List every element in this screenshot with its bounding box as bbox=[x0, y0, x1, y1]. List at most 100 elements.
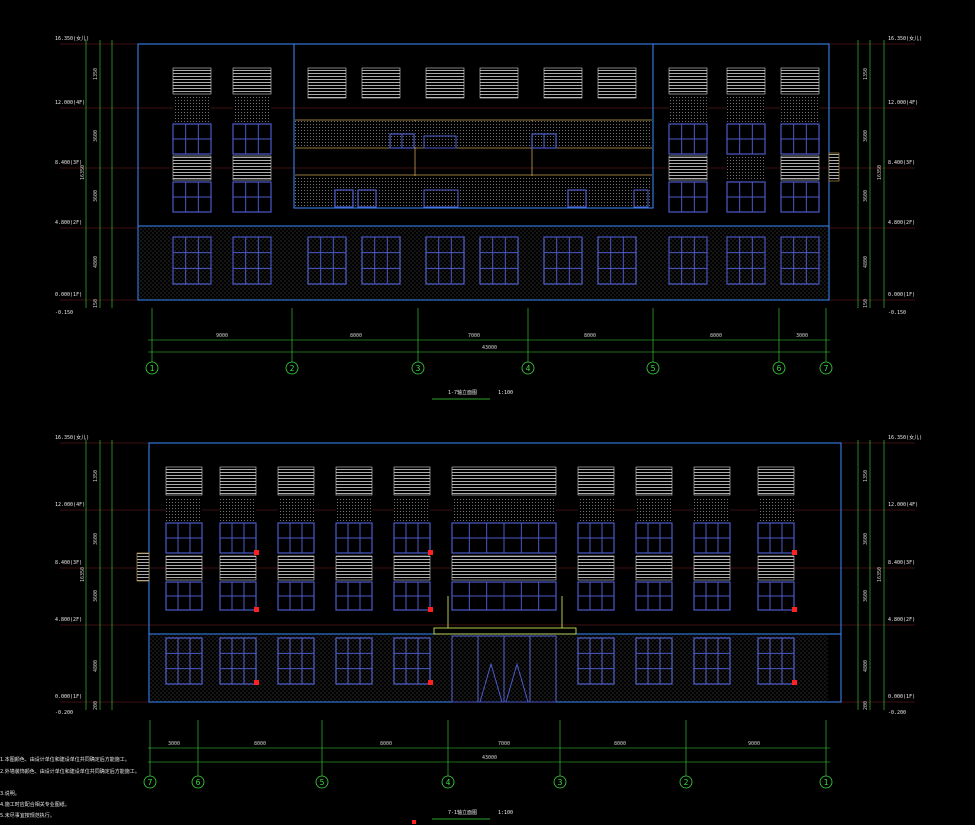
elevation-top-horizontal-dimensions bbox=[148, 339, 830, 353]
louver-bot-b-3 bbox=[335, 555, 373, 581]
window-bot-3f-8 bbox=[757, 522, 795, 554]
bottom-axis-label: 5 bbox=[320, 778, 325, 787]
louver-bot-3 bbox=[335, 466, 373, 496]
svg-text:4.800(2F): 4.800(2F) bbox=[55, 220, 82, 226]
door-top-2f-0 bbox=[334, 189, 354, 208]
bottom-axis-label: 4 bbox=[446, 778, 451, 787]
bottom-axis-label: 3 bbox=[558, 778, 563, 787]
top-axis-label: 7 bbox=[824, 364, 829, 373]
louver-bot-b-6 bbox=[635, 555, 673, 581]
window-bot-1f-8 bbox=[757, 637, 795, 685]
svg-text:3600: 3600 bbox=[863, 533, 869, 545]
hatch-bot-a-2 bbox=[278, 497, 314, 521]
louver-top-0 bbox=[172, 67, 212, 95]
hatch-top-b-3 bbox=[727, 156, 765, 180]
window-bot-3f-7 bbox=[693, 522, 731, 554]
hatch-bot-a-8 bbox=[758, 497, 794, 521]
louver-top-central-3 bbox=[479, 67, 519, 99]
louver-bot-8 bbox=[757, 466, 795, 496]
svg-text:3600: 3600 bbox=[863, 190, 869, 202]
svg-text:1:100: 1:100 bbox=[498, 390, 513, 396]
elevation-top-side-vent bbox=[828, 152, 840, 182]
svg-text:7-1轴立面图: 7-1轴立面图 bbox=[448, 809, 477, 816]
elevation-top-left-dimensions bbox=[85, 40, 113, 308]
svg-text:3600: 3600 bbox=[863, 590, 869, 602]
window-bot-1f-3 bbox=[335, 637, 373, 685]
window-top-2f-0 bbox=[172, 181, 212, 213]
elevation-top: 16.350(女儿) 12.000(4F) 8.400(3F) 4.800(2F… bbox=[55, 35, 922, 400]
window-bot-1f-4 bbox=[393, 637, 431, 685]
note-1: 1.本图颜色、由设计单位和建设单位共同确定后方能施工。 bbox=[0, 756, 130, 763]
svg-text:3600: 3600 bbox=[93, 590, 99, 602]
hatch-bot-a-6 bbox=[636, 497, 672, 521]
marker-4 bbox=[428, 607, 433, 612]
svg-text:0.000(1F): 0.000(1F) bbox=[55, 694, 82, 700]
window-top-2f-2 bbox=[668, 181, 708, 213]
elevation-bottom-side-vent bbox=[136, 552, 150, 582]
louver-top-2 bbox=[668, 67, 708, 95]
window-top-1f-10 bbox=[780, 236, 820, 285]
window-bot-2f-5 bbox=[577, 581, 615, 611]
louver-bot-central-a bbox=[451, 466, 557, 496]
elevation-top-span-dims: 9000 8000 7000 8000 8000 3000 43000 bbox=[216, 333, 808, 351]
hatch-top-a-4 bbox=[781, 96, 819, 122]
bottom-axis-1: 1 bbox=[819, 720, 833, 789]
window-top-1f-3 bbox=[361, 236, 401, 285]
svg-text:8000: 8000 bbox=[710, 333, 722, 339]
window-top-3f-0 bbox=[172, 123, 212, 155]
window-bot-central-2f bbox=[451, 581, 557, 611]
elevation-bottom-canopy bbox=[433, 596, 577, 635]
svg-text:8.400(3F): 8.400(3F) bbox=[888, 560, 915, 566]
svg-text:16.350(女儿): 16.350(女儿) bbox=[888, 434, 922, 441]
elevation-top-central-hatch-upper bbox=[295, 121, 652, 147]
top-axis-label: 2 bbox=[290, 364, 295, 373]
louver-bot-central-b bbox=[451, 555, 557, 581]
marker-8 bbox=[792, 680, 797, 685]
window-bot-central-3f bbox=[451, 522, 557, 554]
louver-bot-4 bbox=[393, 466, 431, 496]
window-top-3f-1 bbox=[232, 123, 272, 155]
top-axis-5: 5 bbox=[646, 308, 660, 375]
window-bot-3f-3 bbox=[335, 522, 373, 554]
elevation-bottom-right-dimensions bbox=[857, 440, 885, 710]
window-bot-3f-1 bbox=[219, 522, 257, 554]
top-axis-label: 5 bbox=[651, 364, 656, 373]
hatch-bot-a-1 bbox=[220, 497, 256, 521]
top-axis-6: 6 bbox=[772, 308, 786, 375]
svg-text:12.000(4F): 12.000(4F) bbox=[888, 502, 918, 508]
svg-text:1350: 1350 bbox=[93, 68, 99, 80]
svg-text:4800: 4800 bbox=[93, 660, 99, 672]
louver-bot-2 bbox=[277, 466, 315, 496]
note-5: 5.未尽事宜按规范执行。 bbox=[0, 812, 55, 819]
svg-text:8000: 8000 bbox=[614, 741, 626, 747]
elevation-bottom-horizontal-dimensions bbox=[148, 747, 830, 763]
elevation-bottom-span-dims: 3000 8000 8000 7000 8000 9000 43000 bbox=[168, 741, 760, 761]
louver-top-central-2 bbox=[425, 67, 465, 99]
hatch-bot-a-7 bbox=[694, 497, 730, 521]
svg-text:8.400(3F): 8.400(3F) bbox=[888, 160, 915, 166]
note-3: 3.说明。 bbox=[0, 790, 20, 797]
elevation-bottom-louvers bbox=[165, 466, 795, 581]
window-bot-2f-8 bbox=[757, 581, 795, 611]
elevation-top-louvers bbox=[172, 67, 820, 181]
elevation-bottom-left-dimensions bbox=[85, 440, 113, 710]
hatch-top-a-3 bbox=[727, 96, 765, 122]
svg-text:0.000(1F): 0.000(1F) bbox=[888, 694, 915, 700]
svg-text:0.000(1F): 0.000(1F) bbox=[55, 292, 82, 298]
bottom-axis-label: 6 bbox=[196, 778, 201, 787]
svg-text:200: 200 bbox=[863, 701, 869, 710]
marker-1 bbox=[428, 550, 433, 555]
svg-text:16.350(女儿): 16.350(女儿) bbox=[55, 434, 89, 441]
elevation-bottom-ground-windows bbox=[165, 637, 795, 685]
window-top-2f-1 bbox=[232, 181, 272, 213]
design-notes: 1.本图颜色、由设计单位和建设单位共同确定后方能施工。 2.外墙装饰颜色、由设计… bbox=[0, 756, 140, 819]
window-top-2f-4 bbox=[780, 181, 820, 213]
top-axis-3: 3 bbox=[411, 308, 425, 375]
svg-text:16.350(女儿): 16.350(女儿) bbox=[888, 35, 922, 42]
top-axis-label: 4 bbox=[526, 364, 531, 373]
window-bot-1f-1 bbox=[219, 637, 257, 685]
svg-text:12.000(4F): 12.000(4F) bbox=[55, 100, 85, 106]
elevation-top-right-level-labels: 16.350(女儿) 12.000(4F) 8.400(3F) 4.800(2F… bbox=[888, 35, 922, 316]
